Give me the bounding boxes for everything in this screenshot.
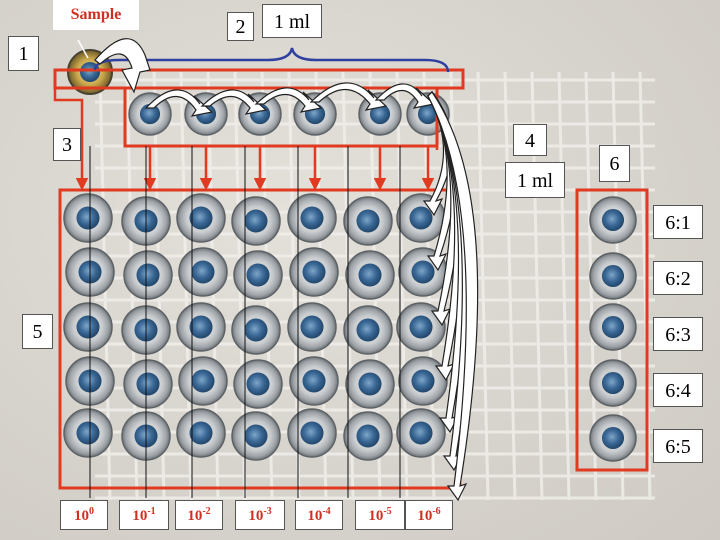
vial [63,408,113,458]
vial [123,359,173,409]
vial [589,414,637,462]
volume-top-label: 1 ml [262,4,322,38]
vial [345,359,395,409]
vial [589,196,637,244]
dilution-label: 10-1 [119,500,169,530]
vial [345,250,395,300]
vial [289,247,339,297]
serial-transfer-arrows [94,38,436,117]
vial [63,193,113,243]
dilution-label: 10-6 [405,500,453,530]
vial [287,193,337,243]
ratio-label: 6:4 [653,373,703,407]
column-lines [89,146,401,498]
vial [176,408,226,458]
sample-label: Sample [53,0,139,30]
step-5-label: 5 [22,314,53,349]
dilution-label: 10-3 [235,500,285,530]
vial [178,356,228,406]
vial [589,303,637,351]
dilution-label: 100 [60,500,108,530]
vial [231,305,281,355]
volume-brace [93,47,450,73]
dilution-label: 10-2 [175,500,223,530]
sample-vial [67,39,113,95]
vial-array [63,92,637,462]
vial [231,411,281,461]
vial [176,193,226,243]
vial [233,359,283,409]
vial [176,302,226,352]
vial [343,305,393,355]
vial [128,92,172,136]
vial [589,252,637,300]
fan-transfer-arrows [422,91,479,502]
vial [287,408,337,458]
step-3-label: 3 [53,128,81,161]
ratio-label: 6:1 [653,205,703,239]
step-4-label: 4 [513,124,547,156]
vial [287,302,337,352]
vial [343,196,393,246]
step-2-label: 2 [227,12,254,41]
step-6-label: 6 [599,145,630,182]
step-1-label: 1 [8,36,39,71]
vial [396,408,446,458]
vial [233,250,283,300]
transfer-arrows [53,88,439,191]
vial [589,359,637,407]
ratio-label: 6:3 [653,317,703,351]
vial [63,302,113,352]
ratio-label: 6:5 [653,429,703,463]
vial [396,302,446,352]
vial [178,247,228,297]
vial [343,411,393,461]
vial [123,250,173,300]
vial [398,356,448,406]
dilution-label: 10-4 [295,500,343,530]
volume-right-label: 1 ml [505,162,565,198]
ratio-label: 6:2 [653,261,703,295]
vial [289,356,339,406]
vial [231,196,281,246]
dilution-label: 10-5 [355,500,405,530]
